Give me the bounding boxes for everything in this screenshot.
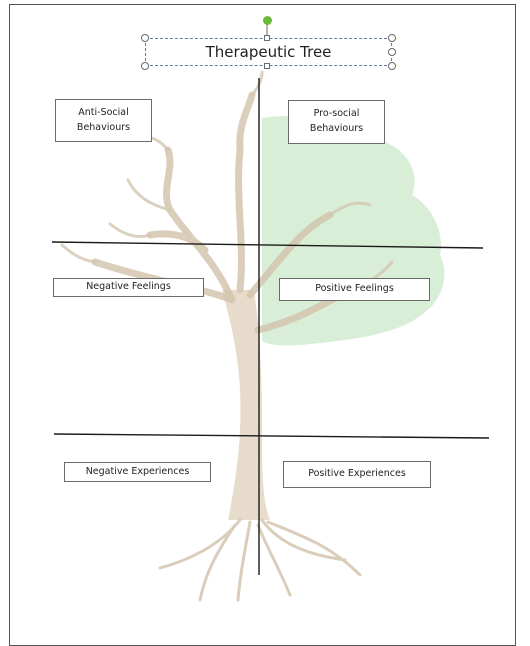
label-positive-feelings[interactable]: Positive Feelings (279, 278, 430, 301)
rotate-handle[interactable] (263, 16, 272, 25)
resize-handle-top[interactable] (264, 35, 270, 41)
label-anti-social-behaviours[interactable]: Anti-Social Behaviours (55, 99, 152, 142)
divider-lower (54, 434, 489, 438)
resize-handle-top-right[interactable] (388, 34, 396, 42)
label-negative-experiences[interactable]: Negative Experiences (64, 462, 211, 482)
diagram-title: Therapeutic Tree (206, 43, 332, 61)
resize-handle-right[interactable] (388, 48, 396, 56)
tree-illustration (0, 0, 530, 619)
resize-handle-top-left[interactable] (141, 34, 149, 42)
resize-handle-bottom-left[interactable] (141, 62, 149, 70)
label-pro-social-behaviours[interactable]: Pro-social Behaviours (288, 100, 385, 144)
foliage (262, 116, 444, 345)
label-positive-experiences[interactable]: Positive Experiences (283, 461, 431, 488)
title-textbox[interactable]: Therapeutic Tree (145, 38, 392, 66)
resize-handle-bottom-right[interactable] (388, 62, 396, 70)
resize-handle-bottom[interactable] (264, 63, 270, 69)
label-negative-feelings[interactable]: Negative Feelings (53, 278, 204, 297)
